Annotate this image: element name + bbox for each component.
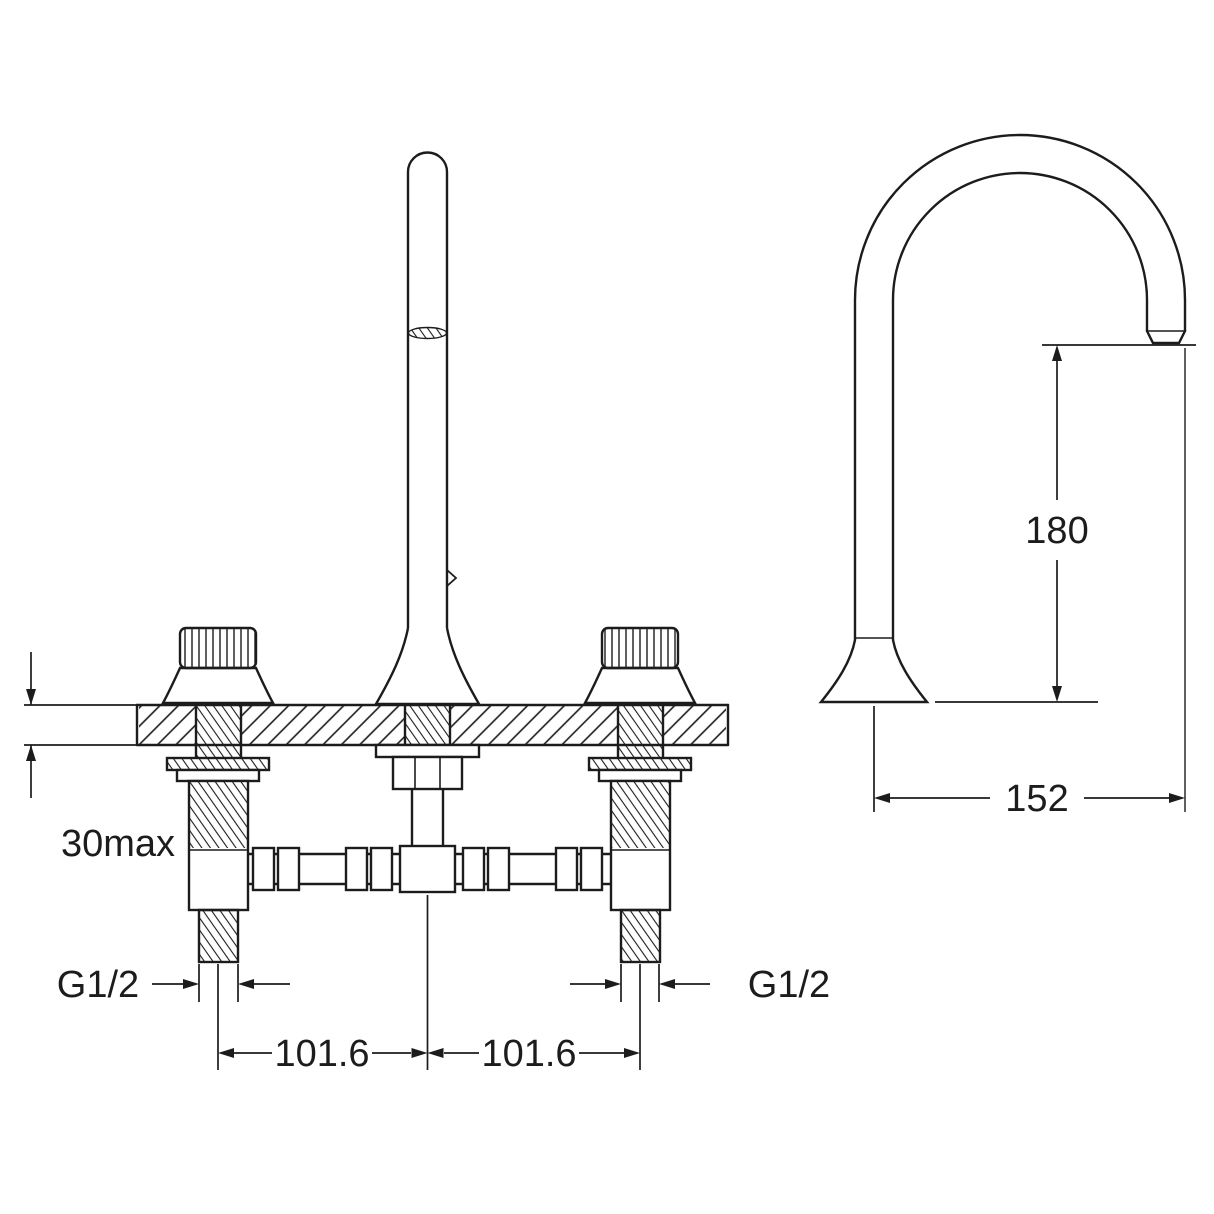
arrowhead-right (624, 1048, 640, 1058)
arrowhead-right (1169, 793, 1185, 803)
spout-side-profile (818, 133, 1187, 704)
arrowhead-up (26, 745, 36, 761)
spout-outlet-tip (1145, 329, 1187, 345)
arrowhead-left (218, 1048, 234, 1058)
dimension-spout-height: 180 (935, 344, 1196, 703)
arrowhead-down (26, 689, 36, 705)
arrowhead-left (427, 1048, 444, 1058)
dimension-right-inlet: G1/2 (570, 964, 830, 1006)
spout-reach-label: 152 (1005, 778, 1068, 820)
spout-height-label: 180 (1025, 510, 1088, 552)
arrowhead-left (874, 793, 890, 803)
dimension-deck-thickness: 30max (24, 652, 175, 865)
dimension-spout-reach: 152 (873, 348, 1186, 820)
left-handle (160, 626, 276, 705)
dimension-hole-spacing: 101.6 101.6 (217, 895, 641, 1075)
spout-base (818, 638, 930, 704)
arrowhead-left (238, 979, 254, 989)
arrowhead-down (1052, 686, 1062, 702)
supply-manifold-pipe (248, 844, 611, 894)
arrowhead-right (411, 1048, 428, 1058)
right-inlet-thread-label: G1/2 (748, 964, 830, 1006)
arrowhead-right (605, 979, 621, 989)
dimension-left-inlet: G1/2 (57, 964, 290, 1006)
arrowhead-up (1052, 345, 1062, 361)
union-nuts (251, 846, 604, 892)
spout-nub (446, 569, 458, 587)
right-valve-assembly (587, 705, 693, 964)
arrowhead-left (659, 979, 675, 989)
left-inlet-thread-label: G1/2 (57, 964, 139, 1006)
right-handle (582, 626, 698, 705)
left-hole-spacing-label: 101.6 (274, 1033, 369, 1075)
aerator-mark (407, 326, 448, 340)
arrowhead-right (183, 979, 199, 989)
center-tee (398, 844, 457, 894)
deck-thickness-label: 30max (61, 823, 175, 865)
spout-front (373, 151, 482, 846)
right-hole-spacing-label: 101.6 (481, 1033, 576, 1075)
left-valve-assembly (165, 705, 271, 964)
